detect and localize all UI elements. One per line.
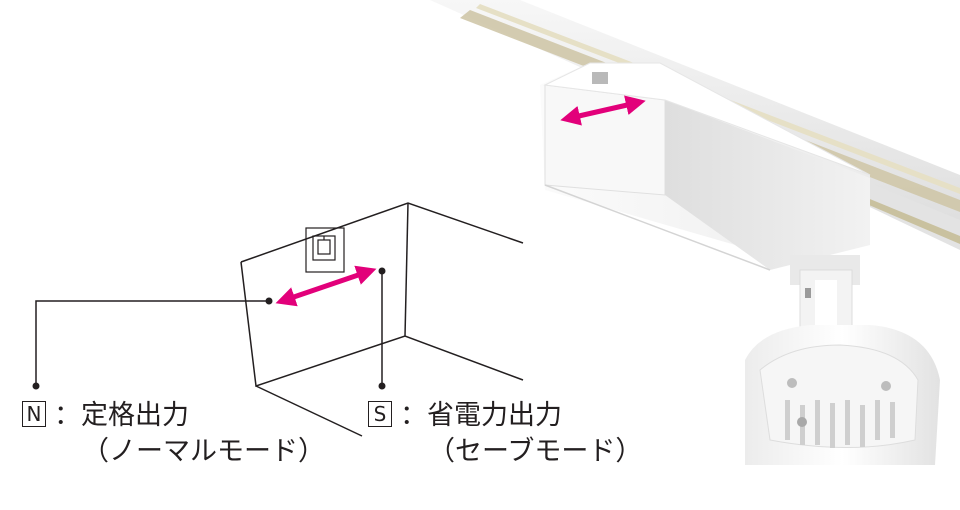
lamp-head [745,325,940,465]
leader-lines [35,271,383,386]
mode-switch-arrow-drawing [275,265,377,307]
mode-switch-arrow-photo [560,95,646,126]
adapter-line-drawing [240,202,524,437]
label-save-mode: S ：省電力出力 [368,400,562,432]
leader-dot-save-start [378,267,386,275]
save-mode-title: ：省電力出力 [400,400,562,431]
leader-normal [35,300,269,386]
save-mode-subtitle: （セーブモード） [428,436,643,467]
normal-mode-subtitle: （ノーマルモード） [82,436,325,467]
save-mode-letter: S [368,401,392,427]
leader-dot-normal-end [32,382,40,390]
track-light-fixture [430,0,960,465]
normal-mode-title: ：定格出力 [54,400,189,431]
leader-dot-save-end [378,382,386,390]
normal-mode-letter: N [22,401,46,427]
label-normal-mode: N ：定格出力 [22,400,189,432]
adapter-box [540,62,871,271]
leader-dot-normal-start [265,297,273,305]
